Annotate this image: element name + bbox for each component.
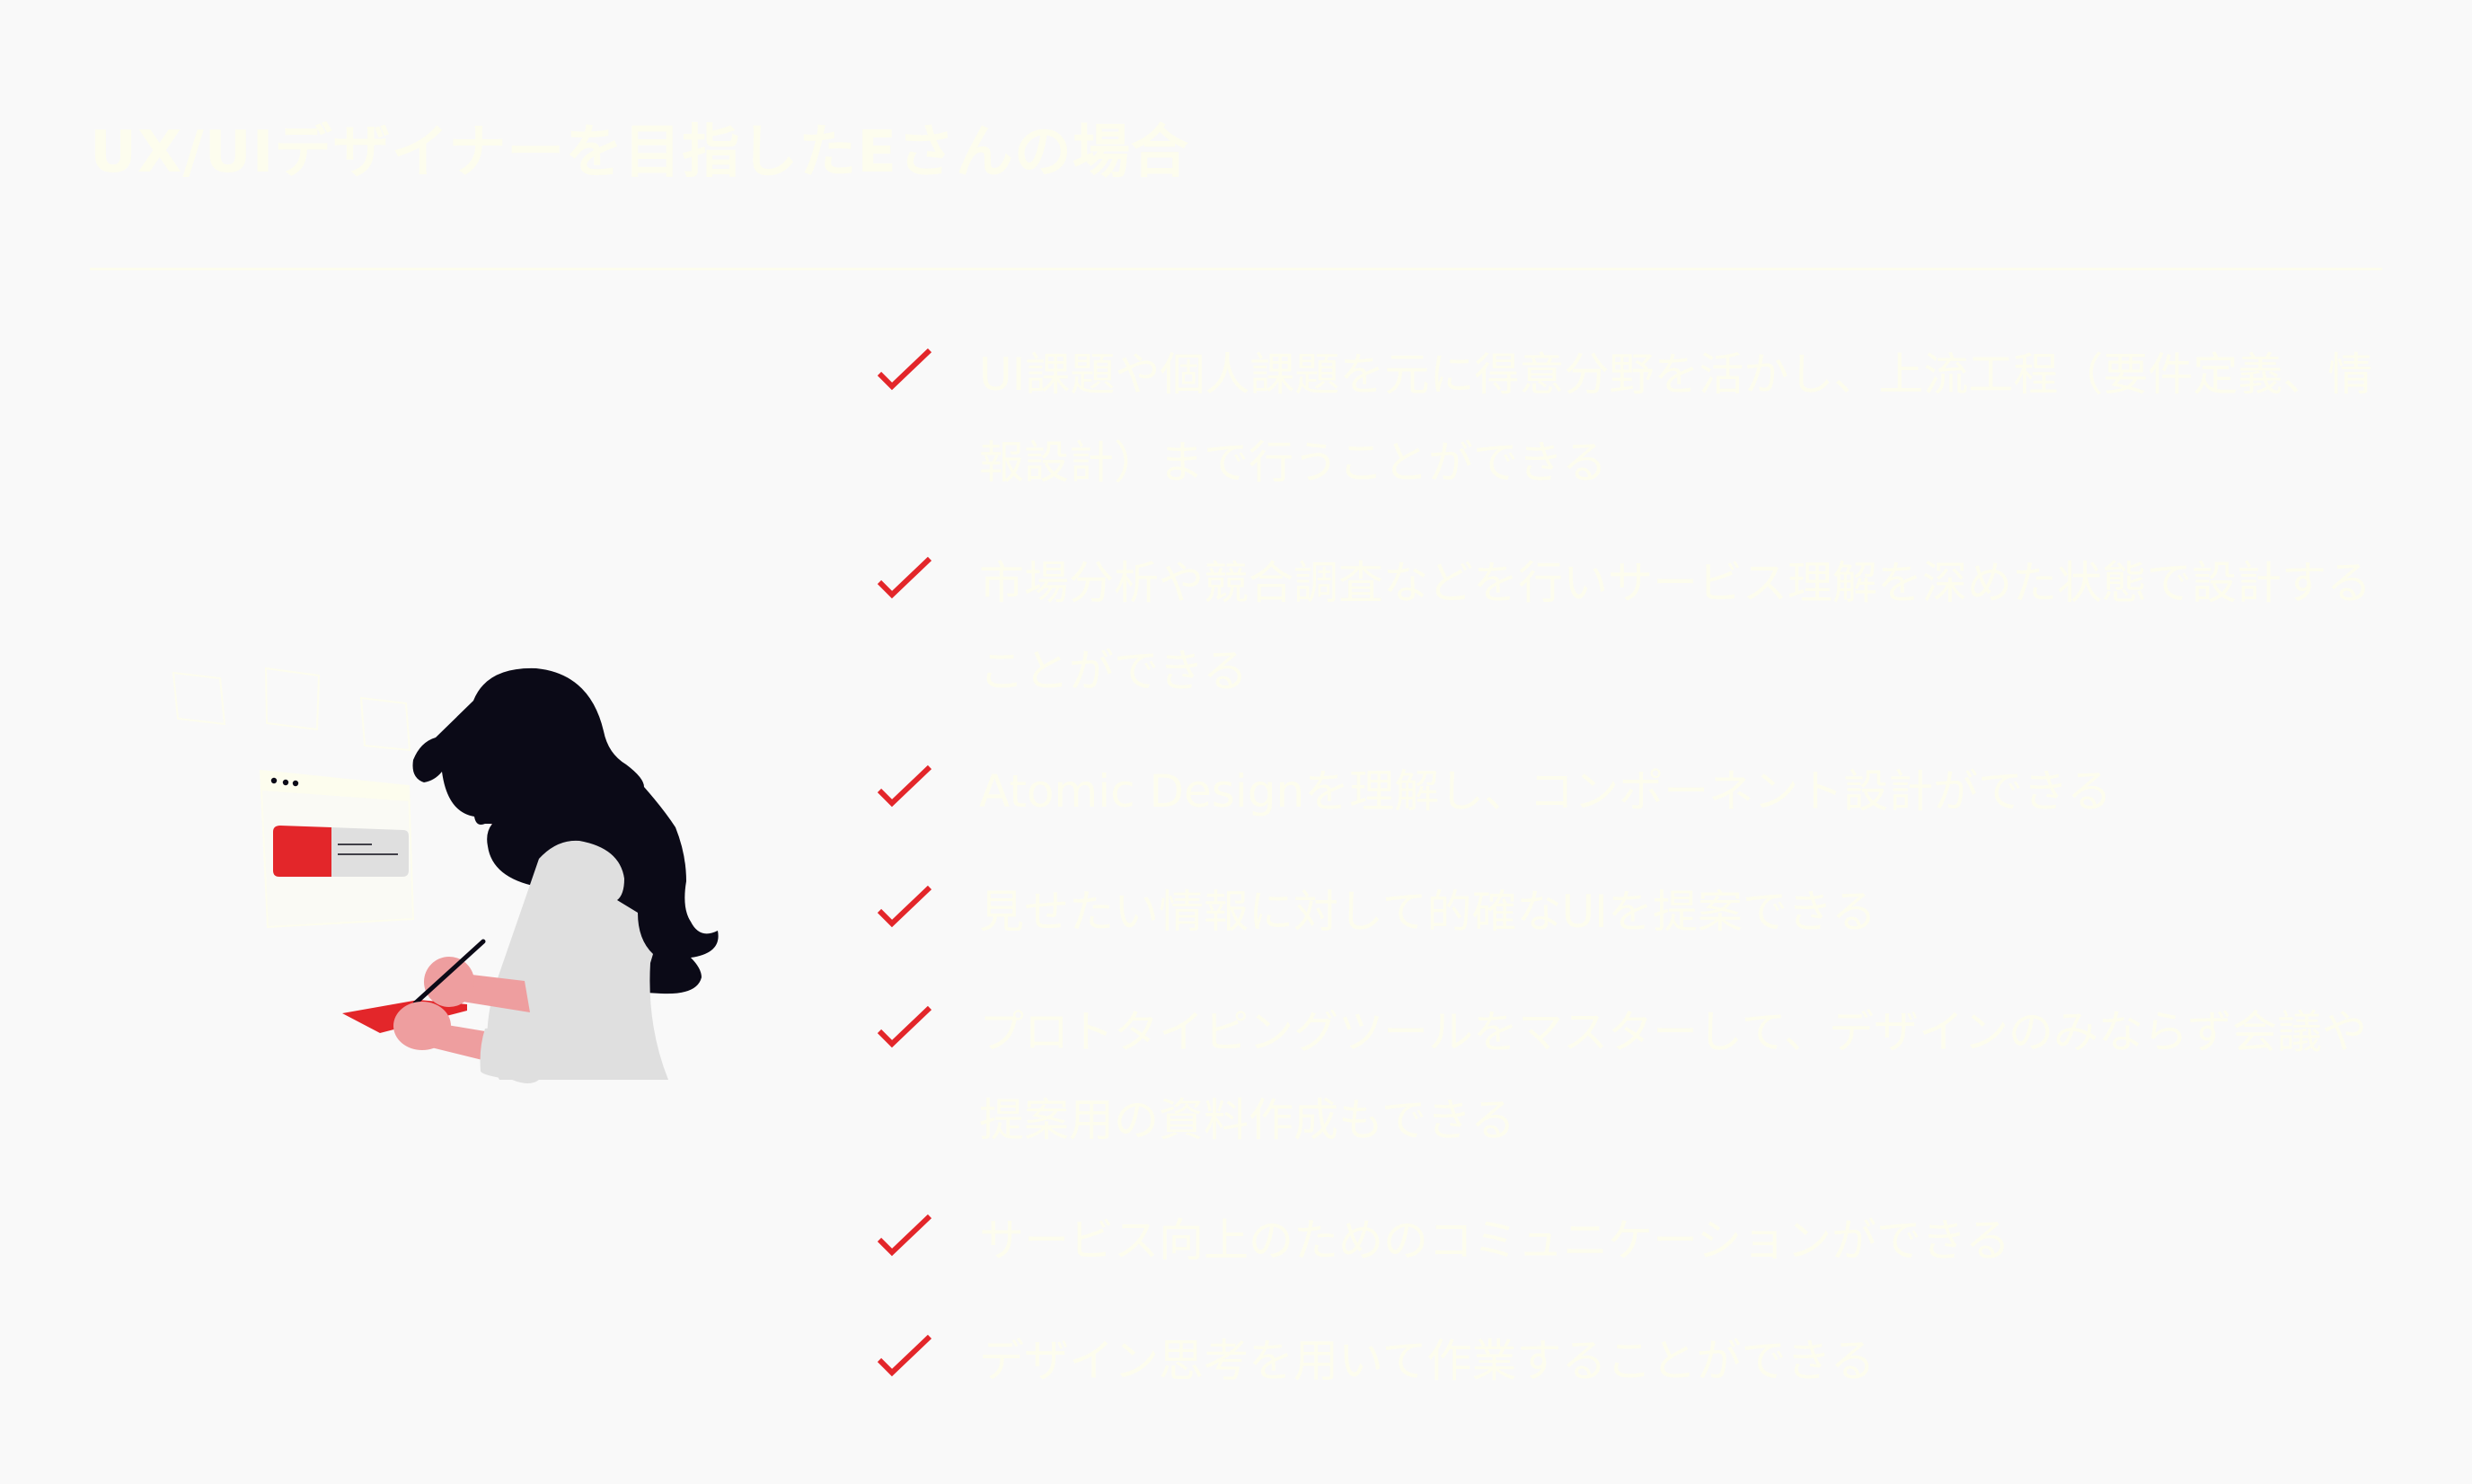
check-icon xyxy=(877,886,932,928)
check-icon xyxy=(877,1006,932,1048)
woman xyxy=(342,667,719,1083)
check-icon xyxy=(877,557,932,599)
list-item-text: デザイン思考を用いて作業することができる xyxy=(979,1335,1876,1387)
skill-checklist: UI課題や個人課題を元に得意分野を活かし、上流工程（要件定義、情報設計）まで行う… xyxy=(876,331,2403,1405)
list-item-text: Atomic Designを理解し、コンポーネント設計ができる xyxy=(979,765,2113,817)
list-item-text: 市場分析や競合調査などを行いサービス理解を深めた状態で設計することができる xyxy=(979,557,2371,697)
check-icon xyxy=(877,765,932,808)
list-item: プロトタイピングツールをマスターして、デザインのみならず会議や提案用の資料作成も… xyxy=(876,988,2403,1164)
browser-window xyxy=(259,769,415,929)
woman-designer-illustration xyxy=(172,667,719,1083)
list-item: UI課題や個人課題を元に得意分野を活かし、上流工程（要件定義、情報設計）まで行う… xyxy=(876,331,2403,507)
check-icon xyxy=(877,1215,932,1257)
list-item-text: UI課題や個人課題を元に得意分野を活かし、上流工程（要件定義、情報設計）まで行う… xyxy=(979,349,2373,489)
list-item: サービス向上のためのコミュニケーションができる xyxy=(876,1197,2403,1285)
title-divider xyxy=(90,268,2382,270)
list-item: 市場分析や競合調査などを行いサービス理解を深めた状態で設計することができる xyxy=(876,539,2403,715)
list-item: Atomic Designを理解し、コンポーネント設計ができる xyxy=(876,747,2403,835)
list-item-text: 見せたい情報に対して的確なUIを提案できる xyxy=(979,886,1876,938)
list-item-text: プロトタイピングツールをマスターして、デザインのみならず会議や提案用の資料作成も… xyxy=(979,1006,2367,1146)
floating-papers xyxy=(172,667,411,752)
check-icon xyxy=(877,349,932,391)
check-icon xyxy=(877,1335,932,1377)
list-item-text: サービス向上のためのコミュニケーションができる xyxy=(979,1215,2010,1267)
page-title: UX/UIデザイナーを目指したEさんの場合 xyxy=(90,119,1189,186)
list-item: デザイン思考を用いて作業することができる xyxy=(876,1317,2403,1405)
list-item: 見せたい情報に対して的確なUIを提案できる xyxy=(876,868,2403,956)
